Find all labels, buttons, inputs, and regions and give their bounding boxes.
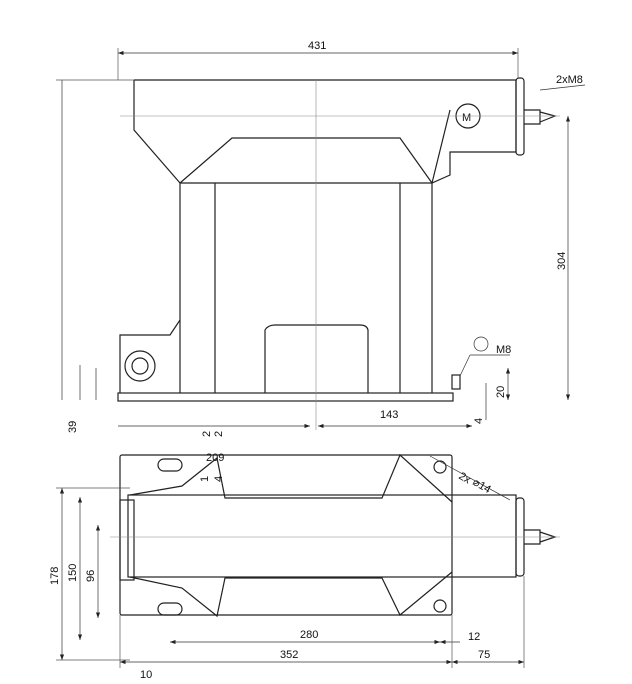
svg-text:178: 178 [49, 567, 61, 585]
svg-text:280: 280 [300, 629, 318, 641]
svg-text:20: 20 [495, 386, 507, 398]
earth-symbol-icon [473, 336, 489, 352]
svg-text:209: 209 [206, 452, 224, 464]
svg-text:M: M [462, 112, 471, 124]
svg-text:1: 1 [199, 476, 211, 482]
svg-text:2: 2 [213, 431, 225, 437]
svg-text:12: 12 [468, 631, 480, 643]
svg-text:304: 304 [556, 252, 568, 270]
svg-text:4: 4 [473, 418, 485, 424]
svg-text:2x: 2x [457, 470, 473, 486]
svg-text:352: 352 [280, 649, 298, 661]
svg-text:39: 39 [67, 421, 79, 433]
svg-text:10: 10 [140, 669, 152, 681]
svg-text:⌀14: ⌀14 [471, 476, 493, 496]
svg-text:2: 2 [201, 431, 213, 437]
dim-431: 431 [308, 40, 326, 52]
svg-text:2xM8: 2xM8 [556, 74, 583, 86]
svg-text:143: 143 [380, 409, 398, 421]
top-view [110, 453, 560, 618]
svg-text:75: 75 [478, 649, 490, 661]
svg-text:150: 150 [67, 564, 79, 582]
svg-text:M8: M8 [496, 344, 511, 356]
front-view: M [117, 77, 560, 430]
svg-text:96: 96 [85, 570, 97, 582]
svg-text:4: 4 [213, 476, 225, 482]
